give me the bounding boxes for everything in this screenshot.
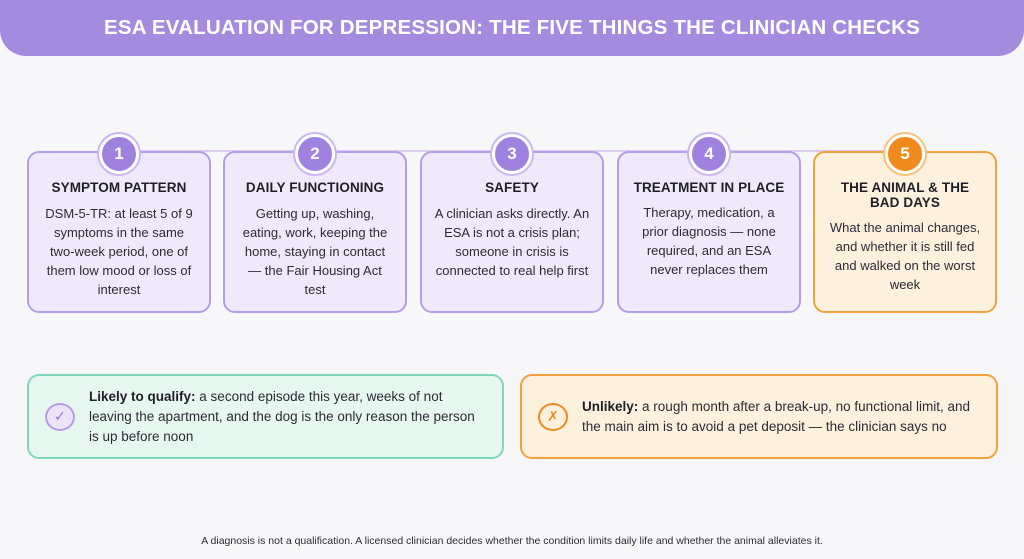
step-description: Therapy, medication, a prior diagnosis —…: [642, 205, 776, 277]
check-icon: ✓: [45, 402, 75, 431]
step-card-safety: 3 SAFETY A clinician asks directly. An E…: [420, 134, 604, 313]
likely-verdict-description: a second episode this year, weeks of not…: [89, 388, 475, 444]
step-card-animal-bad-days: 5 THE ANIMAL & THE BAD DAYS What the ani…: [813, 134, 997, 313]
step-number-badge: 5: [885, 134, 925, 174]
step-description: What the animal changes, and whether it …: [829, 220, 981, 292]
page-title: ESA EVALUATION FOR DEPRESSION: THE FIVE …: [104, 16, 920, 39]
step-title: SYMPTOM PATTERN: [51, 180, 187, 195]
footer-note: A diagnosis is not a qualification. A li…: [201, 535, 823, 547]
step-number-badge: 4: [689, 134, 729, 174]
step-title: TREATMENT IN PLACE: [633, 180, 785, 195]
unlikely-verdict-description: a rough month after a break-up, no funct…: [582, 398, 970, 434]
step-number-badge: 2: [295, 134, 335, 174]
header-banner: ESA EVALUATION FOR DEPRESSION: THE FIVE …: [0, 0, 1024, 56]
step-number-badge: 3: [492, 134, 532, 174]
likely-verdict-text: Likely to qualify: a second episode this…: [89, 387, 502, 447]
step-number-badge: 1: [99, 134, 139, 174]
likely-to-qualify-box: ✓ Likely to qualify: a second episode th…: [27, 374, 504, 459]
unlikely-verdict-text: Unlikely: a rough month after a break-up…: [582, 397, 996, 437]
step-title: THE ANIMAL & THE BAD DAYS: [840, 180, 970, 210]
likely-verdict-label: Likely to qualify:: [89, 388, 196, 404]
step-card-symptom-pattern: 1 SYMPTOM PATTERN DSM-5-TR: at least 5 o…: [27, 134, 211, 313]
step-title: DAILY FUNCTIONING: [245, 180, 385, 195]
step-title: SAFETY: [485, 180, 539, 195]
unlikely-verdict-label: Unlikely:: [582, 398, 639, 414]
step-description: A clinician asks directly. An ESA is not…: [434, 206, 590, 278]
step-card-daily-functioning: 2 DAILY FUNCTIONING Getting up, washing,…: [223, 134, 407, 313]
step-description: Getting up, washing, eating, work, keepi…: [242, 206, 388, 297]
step-card-treatment-in-place: 4 TREATMENT IN PLACE Therapy, medication…: [617, 134, 801, 313]
cross-icon: ✗: [538, 402, 568, 431]
unlikely-box: ✗ Unlikely: a rough month after a break-…: [520, 374, 998, 459]
step-description: DSM-5-TR: at least 5 of 9 symptoms in th…: [45, 206, 193, 297]
